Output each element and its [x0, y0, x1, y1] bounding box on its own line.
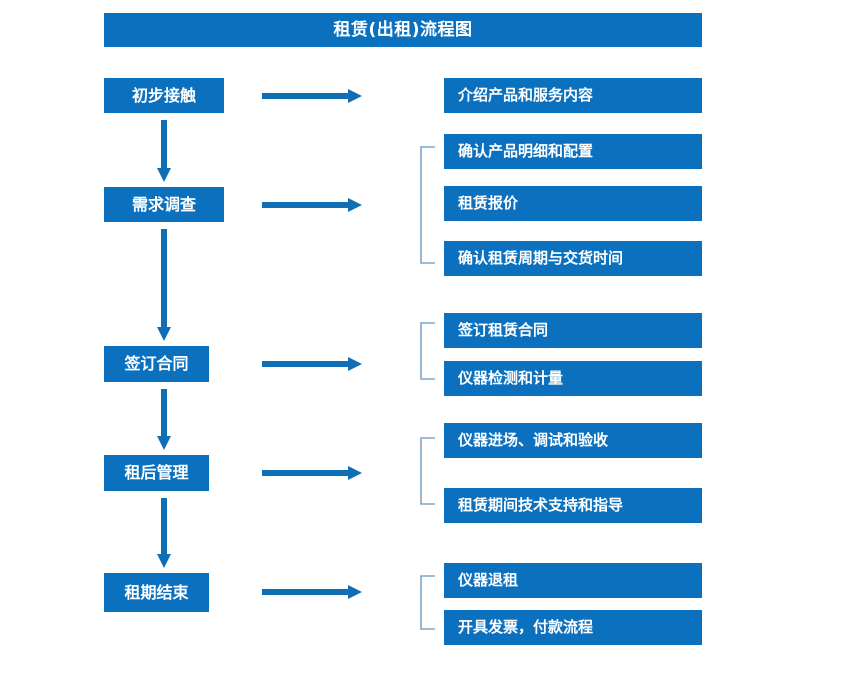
stage-label: 初步接触 [131, 85, 196, 105]
bracket-group-needs [420, 146, 436, 264]
detail-label: 介绍产品和服务内容 [458, 86, 594, 104]
stage-box-initial-contact[interactable]: 初步接触 [104, 78, 224, 113]
detail-box-invoice-payment[interactable]: 开具发票，付款流程 [444, 610, 702, 645]
arrow-stage-1-to-details [262, 197, 362, 213]
detail-label: 确认产品明细和配置 [458, 142, 594, 160]
detail-label: 签订租赁合同 [458, 321, 549, 339]
stage-box-rental-end[interactable]: 租期结束 [104, 573, 209, 612]
detail-box-sign-rental-contract[interactable]: 签订租赁合同 [444, 313, 702, 348]
detail-box-confirm-rental-period[interactable]: 确认租赁周期与交货时间 [444, 241, 702, 276]
detail-box-rental-quotation[interactable]: 租赁报价 [444, 186, 702, 221]
arrow-stage-2-to-stage-3 [157, 389, 171, 450]
arrow-stage-3-to-stage-4 [157, 498, 171, 568]
detail-box-instrument-return[interactable]: 仪器退租 [444, 563, 702, 598]
detail-label: 开具发票，付款流程 [458, 618, 594, 636]
stage-box-requirement-survey[interactable]: 需求调查 [104, 187, 224, 222]
stage-label: 需求调查 [131, 194, 196, 214]
stage-box-post-rental-management[interactable]: 租后管理 [104, 455, 209, 491]
chart-title-bar: 租赁(出租)流程图 [104, 13, 702, 47]
detail-label: 仪器退租 [458, 571, 519, 589]
detail-label: 租赁报价 [458, 194, 519, 212]
detail-box-introduce-products[interactable]: 介绍产品和服务内容 [444, 78, 702, 113]
stage-label: 租期结束 [124, 582, 189, 602]
detail-label: 租赁期间技术支持和指导 [458, 496, 624, 514]
detail-box-confirm-product-details[interactable]: 确认产品明细和配置 [444, 134, 702, 169]
detail-label: 仪器检测和计量 [458, 369, 564, 387]
arrow-stage-2-to-details [262, 356, 362, 372]
page-title: 租赁(出租)流程图 [333, 19, 473, 40]
arrow-stage-1-to-stage-2 [157, 229, 171, 341]
detail-box-instrument-entry-commissioning[interactable]: 仪器进场、调试和验收 [444, 423, 702, 458]
stage-box-sign-contract[interactable]: 签订合同 [104, 346, 209, 382]
detail-label: 确认租赁周期与交货时间 [458, 249, 624, 267]
stage-label: 签订合同 [124, 354, 189, 373]
arrow-stage-3-to-details [262, 465, 362, 481]
arrow-stage-0-to-details [262, 88, 362, 104]
stage-label: 租后管理 [124, 463, 189, 482]
detail-box-technical-support[interactable]: 租赁期间技术支持和指导 [444, 488, 702, 523]
arrow-stage-0-to-stage-1 [157, 120, 171, 182]
bracket-group-management [420, 437, 436, 505]
arrow-stage-4-to-details [262, 584, 362, 600]
bracket-group-contract [420, 322, 436, 380]
bracket-group-end [420, 575, 436, 630]
detail-label: 仪器进场、调试和验收 [458, 431, 609, 449]
detail-box-instrument-inspection[interactable]: 仪器检测和计量 [444, 361, 702, 396]
